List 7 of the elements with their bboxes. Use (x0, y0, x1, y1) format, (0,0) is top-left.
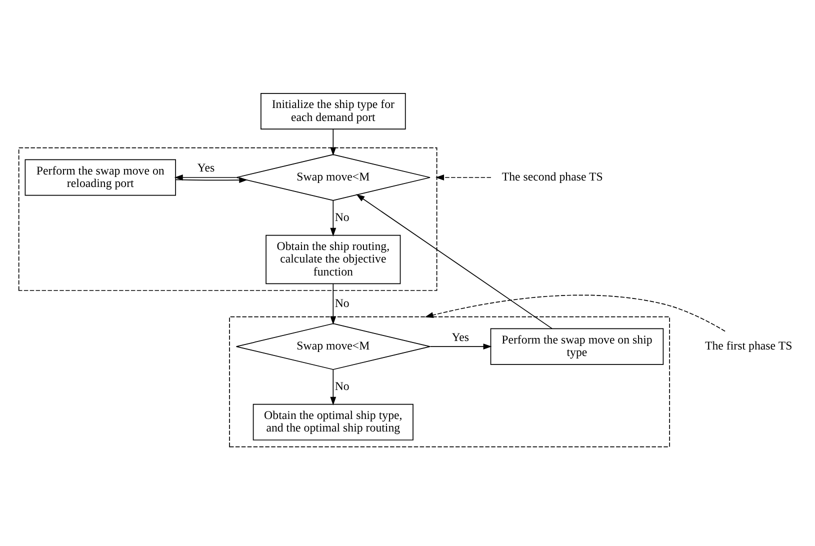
node-text: The first phase TS (704, 338, 792, 352)
edge-label: No (334, 378, 350, 393)
edge-label: Yes (452, 329, 470, 344)
edge-label: No (334, 210, 350, 224)
edge-label: No (334, 295, 350, 310)
node-text: The second phase TS (502, 169, 603, 184)
edge-label: Yes (197, 160, 215, 174)
